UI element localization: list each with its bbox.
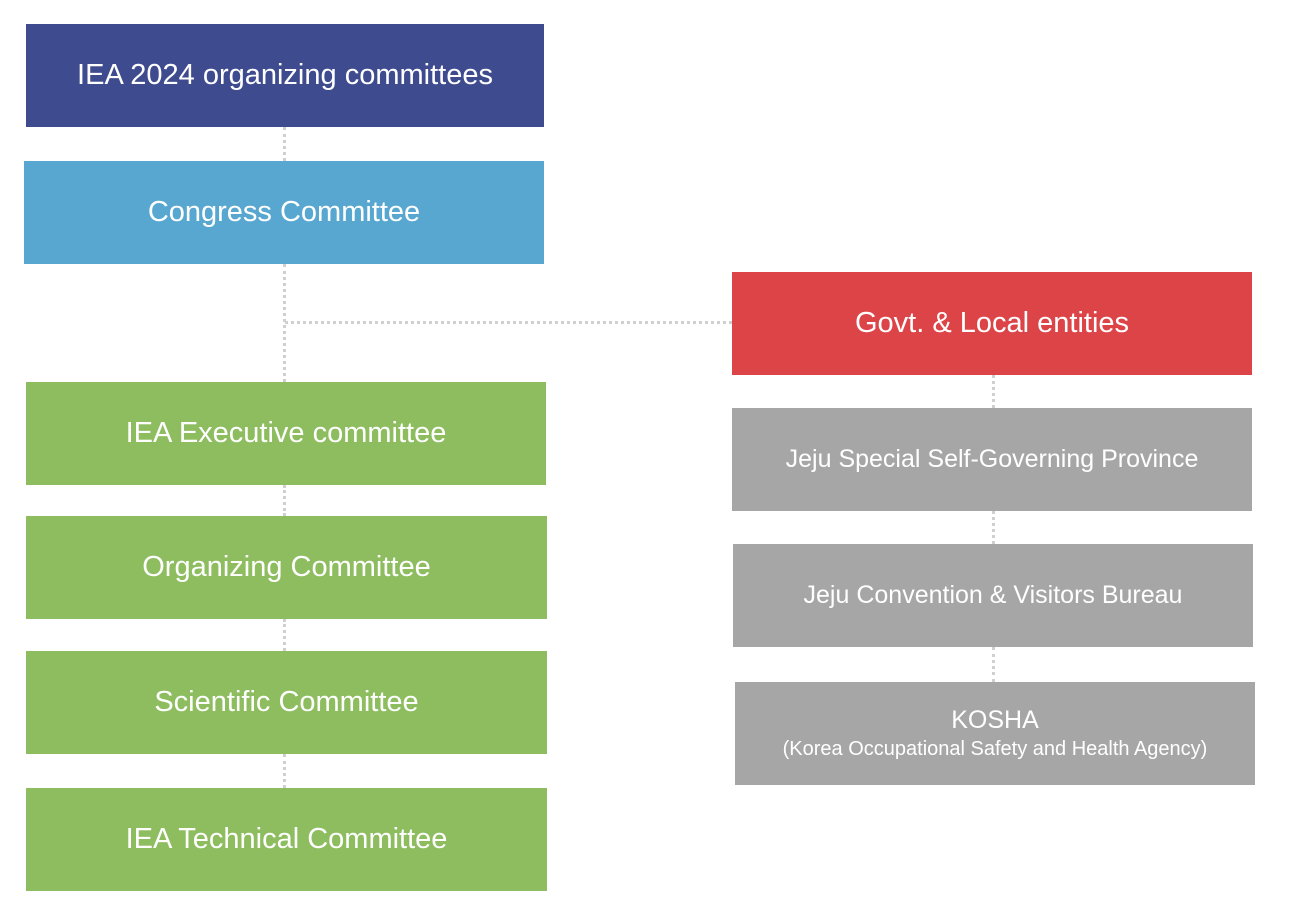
congress-committee-label: Congress Committee (147, 195, 421, 228)
connector-executive-organizing (283, 485, 286, 516)
kosha-label: KOSHA (951, 705, 1039, 734)
jeju-bureau-box: Jeju Convention & Visitors Bureau (733, 544, 1253, 647)
jeju-bureau-label: Jeju Convention & Visitors Bureau (803, 581, 1183, 610)
congress-committee-box: Congress Committee (24, 161, 544, 264)
kosha-box: KOSHA (Korea Occupational Safety and Hea… (735, 682, 1255, 785)
govt-entities-label: Govt. & Local entities (854, 306, 1130, 339)
kosha-full-name: (Korea Occupational Safety and Health Ag… (782, 738, 1208, 761)
organizing-committee-label: Organizing Committee (142, 550, 431, 583)
connector-jeju-province-bureau (992, 511, 995, 544)
connector-scientific-technical (283, 754, 286, 788)
technical-committee-label: IEA Technical Committee (125, 822, 448, 855)
jeju-province-label: Jeju Special Self-Governing Province (785, 445, 1199, 474)
connector-branch-govt (285, 321, 732, 324)
scientific-committee-label: Scientific Committee (154, 685, 419, 718)
govt-entities-box: Govt. & Local entities (732, 272, 1252, 375)
jeju-province-box: Jeju Special Self-Governing Province (732, 408, 1252, 511)
connector-congress-executive (283, 264, 286, 382)
connector-bureau-kosha (992, 647, 995, 682)
executive-committee-label: IEA Executive committee (125, 416, 447, 449)
executive-committee-box: IEA Executive committee (26, 382, 546, 485)
scientific-committee-box: Scientific Committee (26, 651, 547, 754)
technical-committee-box: IEA Technical Committee (26, 788, 547, 891)
header-box: IEA 2024 organizing committees (26, 24, 544, 127)
organizing-committee-box: Organizing Committee (26, 516, 547, 619)
connector-header-congress (283, 127, 286, 161)
header-label: IEA 2024 organizing committees (77, 58, 493, 91)
connector-organizing-scientific (283, 619, 286, 651)
connector-govt-jeju-province (992, 375, 995, 408)
